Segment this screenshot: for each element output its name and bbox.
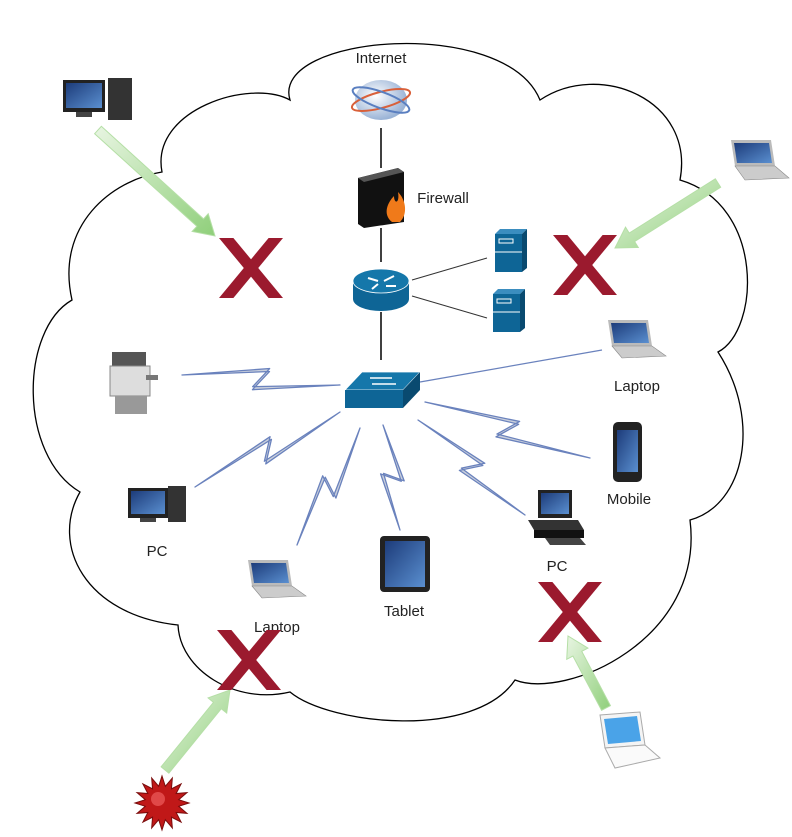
arrow-icon: [160, 689, 231, 774]
firewall-label: Firewall: [417, 190, 469, 207]
wireless-link: [194, 411, 341, 488]
tablet-label: Tablet: [384, 603, 425, 620]
external-laptop-icon: [731, 140, 790, 181]
wireless-link: [296, 427, 361, 546]
link-switch-laptop: [419, 349, 603, 383]
blocked-x-icon: [538, 582, 602, 642]
external-laptop-white-icon: [599, 711, 662, 769]
tablet-icon: [380, 536, 430, 592]
laptop-icon: [248, 560, 307, 599]
pc-left-label: PC: [147, 543, 168, 560]
laptop-right-label: Laptop: [614, 378, 660, 395]
wireless-link: [379, 424, 405, 531]
wireless-link: [181, 367, 341, 391]
blocked-x-icon: [553, 235, 617, 295]
server-icon: [493, 289, 525, 332]
link-router-server-1: [411, 257, 488, 281]
firewall-icon: [358, 168, 406, 228]
blocked-x-icon: [217, 630, 281, 690]
arrow-icon: [93, 125, 216, 237]
internet-label: Internet: [356, 50, 408, 67]
pc-icon: [528, 490, 586, 545]
blocked-x-icon: [219, 238, 283, 298]
virus-icon: [133, 774, 191, 832]
attack-arrows: [93, 125, 722, 774]
mobile-label: Mobile: [607, 491, 651, 508]
external-desktop-icon: [63, 78, 132, 120]
laptop-icon: [608, 320, 667, 359]
arrow-icon: [566, 635, 612, 712]
block-marks: [217, 235, 617, 690]
arrow-icon: [614, 178, 722, 249]
link-router-server-2: [411, 295, 488, 319]
wireless-link: [424, 401, 591, 459]
switch-icon: [344, 371, 421, 408]
pc-right-label: PC: [547, 558, 568, 575]
printer-icon: [109, 352, 158, 414]
desktop-icon: [128, 486, 186, 522]
wireless-link: [417, 419, 526, 516]
mobile-icon: [613, 422, 642, 482]
globe-icon: [350, 80, 412, 120]
router-icon: [352, 268, 410, 311]
server-icon: [495, 229, 527, 272]
wireless-links: [181, 367, 591, 546]
